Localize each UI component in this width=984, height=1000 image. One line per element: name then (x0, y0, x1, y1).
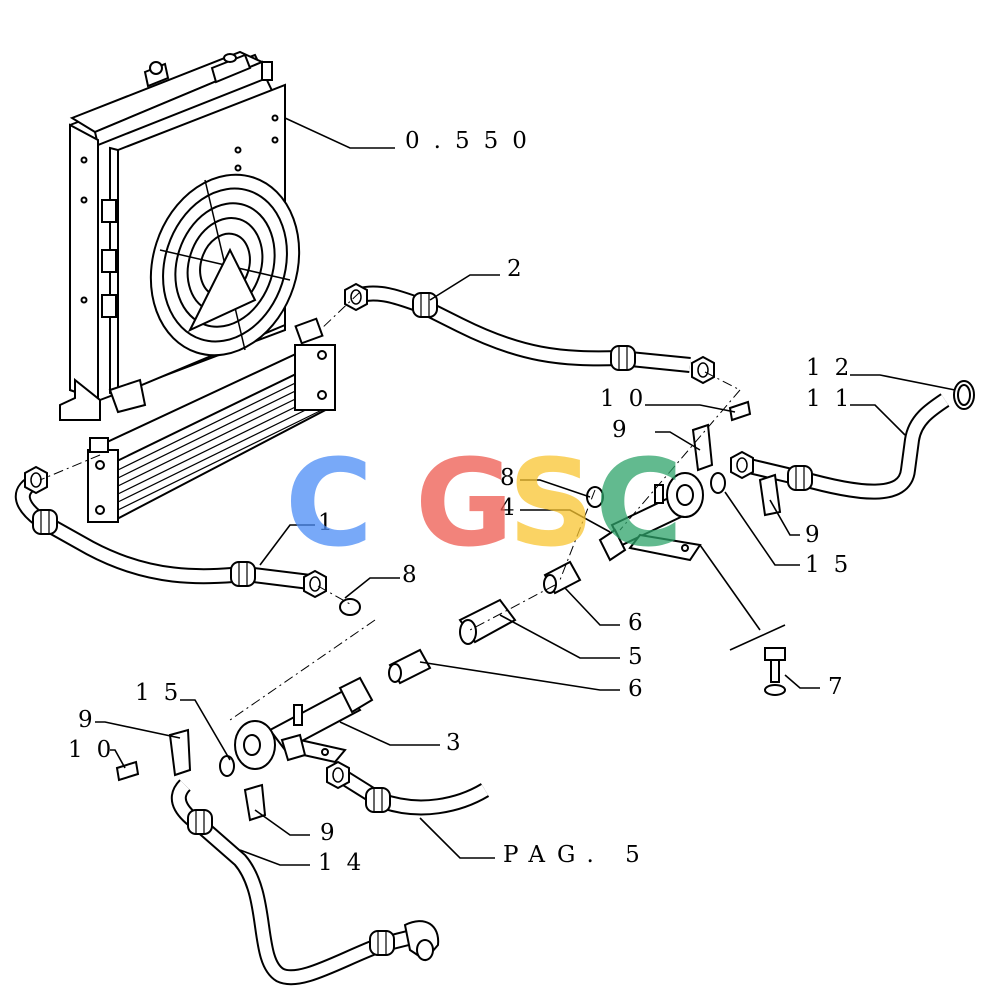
coupler-5 (458, 598, 517, 645)
bolt-7 (764, 647, 786, 661)
hose-1 (14, 466, 327, 598)
oil-cooler (87, 317, 336, 523)
label-15-left: 15 (135, 680, 192, 706)
hose-11 (730, 393, 950, 500)
watermark-letter-2: G (415, 435, 514, 574)
assembly-lines (39, 291, 741, 721)
label-5: 5 (628, 644, 645, 670)
manifold-4 (598, 472, 704, 562)
bolt-10-top (728, 400, 752, 422)
watermark: C G S C (285, 435, 683, 574)
label-7: 7 (828, 674, 845, 700)
label-9-right: 9 (805, 522, 822, 548)
label-4: 4 (500, 495, 517, 521)
clamp-half-9-left (168, 728, 192, 777)
nipple-6-lower (388, 648, 432, 685)
clamp-half-9-right (758, 473, 782, 517)
o-ring-8-left (339, 598, 361, 616)
label-11: 11 (806, 386, 863, 412)
label-6-lower: 6 (628, 676, 645, 702)
label-6-upper: 6 (628, 610, 645, 636)
label-0550: 0.550 (405, 128, 541, 154)
label-8-left: 8 (402, 562, 419, 588)
label-15-right: 15 (805, 552, 862, 578)
callout-labels: 0.550 2 12 11 10 9 8 4 9 15 1 8 6 5 6 7 … (68, 128, 863, 876)
label-14: 14 (318, 850, 375, 876)
label-9-top: 9 (612, 417, 629, 443)
leader-lines (95, 117, 956, 866)
clamp-half-9-top (691, 423, 714, 472)
label-12: 12 (806, 355, 863, 381)
hose-pag5 (326, 761, 490, 816)
label-pag5: PAG. 5 (503, 842, 652, 868)
o-ring-15-left (219, 755, 235, 777)
label-9-bottom: 9 (320, 820, 337, 846)
clamp-half-9-bottom (243, 783, 267, 822)
o-ring-15-right (710, 472, 726, 494)
label-9-left: 9 (78, 707, 95, 733)
small-parts (115, 400, 786, 822)
hose-2 (344, 283, 715, 384)
hose-clamp-12 (953, 380, 975, 410)
washer-7 (764, 684, 786, 696)
watermark-letter-1: C (285, 435, 373, 574)
radiator-assembly (59, 50, 301, 421)
watermark-letter-4: C (595, 435, 683, 574)
o-ring-8-top (586, 486, 604, 508)
manifold-3 (234, 676, 374, 770)
label-1: 1 (318, 510, 335, 536)
bolt-10-left (115, 760, 140, 782)
label-3: 3 (446, 730, 463, 756)
label-10-left: 10 (68, 737, 125, 763)
label-10-top: 10 (600, 386, 657, 412)
watermark-letter-3: S (508, 435, 594, 574)
hose-14 (170, 779, 440, 986)
label-8-top: 8 (500, 465, 517, 491)
label-2: 2 (507, 256, 524, 282)
